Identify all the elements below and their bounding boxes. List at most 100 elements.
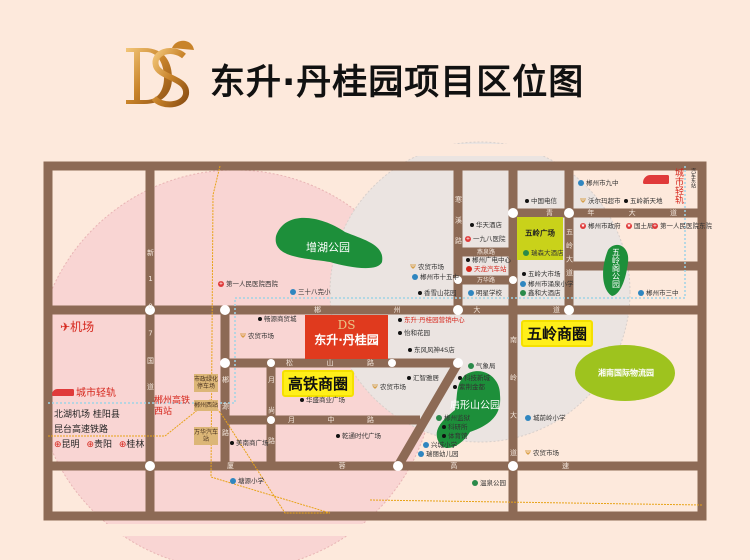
poi-item: 华盛商业广场	[300, 396, 345, 404]
legend-line1: 北湖机场 桂阳县	[54, 410, 120, 420]
hospital-icon: +	[652, 223, 658, 229]
poi-item: 汇智雅居	[407, 374, 439, 382]
poi-label: 国土局	[634, 222, 654, 230]
road-label: 青年大道	[546, 208, 712, 217]
light-rail-legend: 城市轻轨	[52, 384, 116, 399]
school-icon	[423, 442, 429, 448]
school-icon	[418, 451, 424, 457]
city-guilin: 桂林	[126, 440, 145, 450]
city-guiyang: 贵阳	[93, 440, 112, 450]
rail-icon: ⊕	[86, 440, 94, 450]
school-icon	[638, 290, 644, 296]
poi-label: 三十八完小	[298, 288, 331, 296]
poi-item: ★郴州市政府	[580, 222, 621, 230]
hospital-icon: +	[465, 236, 471, 242]
market-icon: Ψ	[372, 383, 378, 391]
legend-line2: 昆台高速铁路	[54, 425, 109, 435]
school-icon	[230, 478, 236, 484]
project-name: 东升·丹桂园	[314, 333, 379, 347]
dot-icon	[418, 291, 422, 295]
ds-logo	[122, 38, 200, 110]
school-icon	[578, 180, 584, 186]
zenghu-park-label: 增湖公园	[306, 241, 350, 254]
school-icon	[520, 281, 526, 287]
logistics-park-shape	[575, 345, 675, 401]
road-label: 松山路	[286, 358, 408, 367]
poi-label: 农贸市场	[248, 332, 274, 340]
dot-icon	[408, 348, 412, 352]
project-marker[interactable]: DS 东升·丹桂园	[305, 315, 388, 359]
poi-label: 第一人民医院东院	[660, 222, 712, 230]
poi-label: 瑞丽幼儿园	[426, 450, 459, 458]
poi-label: 科研所	[448, 423, 468, 431]
school-icon	[468, 290, 474, 296]
zone-gaotie: 高铁商圈	[282, 370, 355, 397]
bus-icon	[466, 266, 472, 272]
poi-item: 香雪山花园	[418, 289, 457, 297]
train-icon	[52, 389, 74, 396]
rail-icon: ⊕	[54, 440, 62, 450]
poi-label: 温泉公园	[480, 479, 506, 487]
dot-icon	[442, 425, 446, 429]
road-label: 新107国道	[146, 249, 155, 410]
poi-item: 气象局	[468, 362, 496, 370]
road-label: 月尚路	[267, 376, 276, 468]
poi-item: 鑫和大酒店	[520, 289, 561, 297]
poi-item: 紫荆金都	[453, 383, 485, 391]
airport-label: 机场	[70, 320, 95, 334]
market-icon: Ψ	[525, 449, 531, 457]
poi-label: 第一人民医院西院	[226, 280, 278, 288]
poi-item: 美南商广场	[230, 439, 269, 447]
poi-label: 瑞森大酒店	[531, 249, 564, 257]
road-label: 南岭大道	[509, 336, 518, 487]
poi-item: +第一人民医院东院	[652, 222, 712, 230]
poi-item: 三十八完小	[290, 288, 331, 296]
poi-label: 郴州市政府	[588, 222, 621, 230]
poi-item: 瑞森大酒店	[523, 249, 564, 257]
school-icon	[290, 289, 296, 295]
poi-label: 科技新城	[464, 374, 490, 382]
poi-label: 体育馆	[448, 432, 468, 440]
road-label: 寒溪路	[454, 196, 463, 258]
station-parking: 市政绿化停车场	[194, 374, 219, 392]
dot-icon	[442, 434, 446, 438]
jianxing-park-shape	[436, 371, 501, 448]
poi-label: 汇智雅居	[413, 374, 439, 382]
road-label: 燕泉路	[477, 248, 496, 256]
light-rail-line	[48, 166, 686, 404]
dot-icon	[230, 441, 234, 445]
train-icon	[643, 175, 669, 184]
poi-item: 科研所	[442, 423, 468, 431]
road-label: 郴源路	[221, 376, 230, 456]
park-icon	[472, 480, 478, 486]
poi-label: 郴州广电中心	[472, 256, 511, 264]
poi-label: 中国电信	[531, 197, 557, 205]
poi-label: 天龙汽车站	[474, 265, 507, 273]
intersections	[145, 208, 574, 471]
dot-icon	[398, 331, 402, 335]
poi-label: 紫荆金都	[459, 383, 485, 391]
rail-icon: ⊕	[118, 440, 127, 450]
airport-legend: ✈机场	[60, 318, 94, 335]
dot-icon	[525, 199, 529, 203]
dot-icon	[624, 199, 628, 203]
poi-item: 郴州市涌泉小学	[520, 280, 574, 288]
poi-label: 明星学校	[476, 289, 502, 297]
poi-item: 东升·丹桂园营销中心	[398, 316, 465, 324]
poi-label: 郴州监狱	[444, 414, 470, 422]
market-icon: Ψ	[240, 332, 246, 340]
poi-label: 塘源小学	[238, 477, 264, 485]
poi-item: 兴城小学	[423, 441, 457, 449]
poi-item: 体育馆	[442, 432, 468, 440]
dot-icon	[458, 376, 462, 380]
poi-item: +第一人民医院西院	[218, 280, 278, 288]
poi-label: 华盛商业广场	[306, 396, 345, 404]
school-icon	[412, 274, 418, 280]
dot-icon	[300, 398, 304, 402]
road-label: 郴州大道	[314, 305, 633, 314]
city-kunming: 昆明	[61, 440, 80, 450]
